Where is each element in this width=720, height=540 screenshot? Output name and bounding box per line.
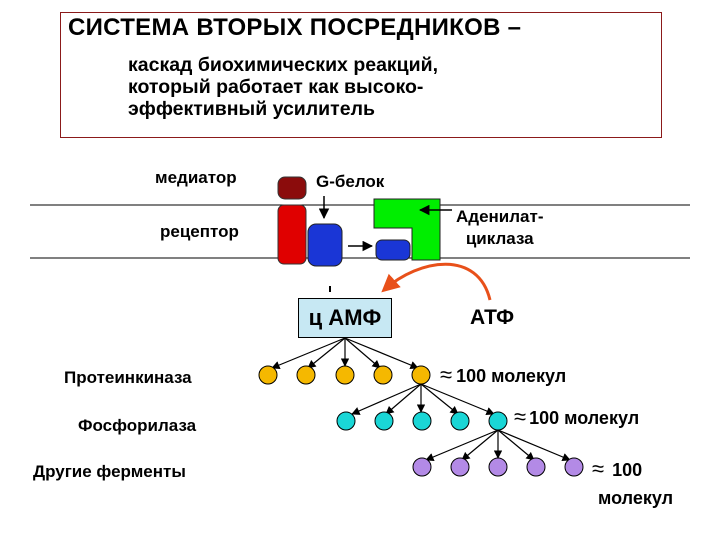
protein-kinase-molecule <box>258 365 278 385</box>
camp-box: ц АМФ <box>298 298 392 338</box>
other-enzymes-count-unit: молекул <box>598 488 674 508</box>
g-protein-shape <box>307 223 343 267</box>
protein-kinase-molecule <box>373 365 393 385</box>
page-subtitle: каскад биохимических реакций, который ра… <box>128 54 438 120</box>
g-protein-subunit-shape <box>375 239 411 261</box>
atp-label: АТФ <box>470 306 515 329</box>
protein-kinase-molecules <box>258 365 431 385</box>
phosphorylase-count-text: 100 молекул <box>529 408 640 428</box>
phosphorylase-molecule <box>336 411 356 431</box>
mediator-label: медиатор <box>155 168 237 187</box>
tree-other-enzymes <box>425 429 571 461</box>
receptor-shape <box>277 204 307 265</box>
mediator-shape <box>277 176 307 200</box>
phosphorylase-molecules <box>336 411 508 431</box>
camp-label: ц АМФ <box>308 305 382 330</box>
tree-protein-kinase <box>271 337 419 370</box>
other-enzyme-molecule <box>412 457 432 477</box>
protein-kinase-molecule <box>335 365 355 385</box>
approx-sign: ≈ <box>514 404 527 429</box>
other-enzyme-molecules <box>412 457 584 477</box>
other-enzyme-molecule <box>526 457 546 477</box>
other-enzyme-molecule <box>564 457 584 477</box>
tree-phosphorylase <box>351 383 495 416</box>
protein-kinase-label: Протеинкиназа <box>64 368 192 387</box>
subtitle-line-2: который работает как высоко- <box>128 76 424 98</box>
approx-sign: ≈ <box>440 362 453 387</box>
other-enzymes-label: Другие ферменты <box>33 462 186 481</box>
page-title: СИСТЕМА ВТОРЫХ ПОСРЕДНИКОВ – <box>68 14 522 41</box>
protein-kinase-count-text: 100 молекул <box>456 366 567 386</box>
subtitle-line-3: эффективный усилитель <box>128 98 375 120</box>
phosphorylase-molecule <box>488 411 508 431</box>
phosphorylase-count: ≈100 молекул <box>514 404 639 430</box>
other-enzyme-molecule <box>450 457 470 477</box>
receptor-label: рецептор <box>160 222 239 241</box>
phosphorylase-label: Фосфорилаза <box>78 416 197 435</box>
other-enzyme-molecule <box>488 457 508 477</box>
adenylate-cyclase-line-2: циклаза <box>465 229 534 248</box>
other-enzymes-count-number: 100 <box>612 460 643 480</box>
phosphorylase-molecule <box>374 411 394 431</box>
title-box <box>60 12 662 138</box>
phosphorylase-molecule <box>412 411 432 431</box>
atp-to-camp-arrow <box>381 262 492 301</box>
phosphorylase-molecule <box>450 411 470 431</box>
adenylate-cyclase-label: Аденилат- циклаза <box>456 206 543 250</box>
protein-kinase-count: ≈100 молекул <box>440 362 566 388</box>
g-protein-label: G-белок <box>316 172 385 191</box>
other-enzymes-count: ≈100 <box>592 456 642 482</box>
subtitle-line-1: каскад биохимических реакций, <box>128 54 439 76</box>
protein-kinase-molecule <box>296 365 316 385</box>
adenylate-cyclase-line-1: Аденилат- <box>456 207 544 226</box>
protein-kinase-molecule <box>411 365 431 385</box>
approx-sign: ≈ <box>592 456 605 481</box>
